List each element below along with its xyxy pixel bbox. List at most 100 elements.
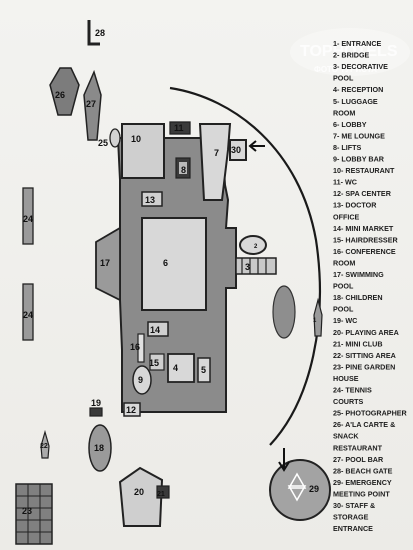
legend-entry: POOL xyxy=(333,282,354,291)
mini-market xyxy=(147,321,169,337)
label-3: 3 xyxy=(245,262,250,272)
lobby-bar xyxy=(132,365,152,395)
bridge-oval xyxy=(239,235,267,255)
legend-entry: MEETING POINT xyxy=(333,489,390,498)
legend-entry: 26- A'LA CARTE & xyxy=(333,420,395,429)
legend-entry: 19- WC xyxy=(333,316,357,325)
swimming-pool-17 xyxy=(95,226,121,302)
lobby xyxy=(141,217,207,311)
staff-entrance-box xyxy=(229,139,247,161)
entrance-oval xyxy=(272,285,296,339)
label-25: 25 xyxy=(98,138,108,148)
label-11: 11 xyxy=(174,123,184,133)
luggage-room xyxy=(197,357,211,383)
legend-entry: 7- ME LOUNGE xyxy=(333,131,385,140)
doctor-office xyxy=(141,191,163,207)
conference-room xyxy=(137,333,145,363)
label-10: 10 xyxy=(131,134,141,144)
tennis-court-1 xyxy=(22,187,34,245)
legend-entry: 17- SWIMMING xyxy=(333,270,384,279)
legend-entry: 4- RECEPTION xyxy=(333,85,383,94)
watermark-brand: TOPHOTELS xyxy=(300,43,398,60)
ala-carte-restaurant-hexagon xyxy=(49,67,80,116)
legend-entry: 3- DECORATIVE xyxy=(333,62,388,71)
label-16: 16 xyxy=(130,342,140,352)
legend-entry: 21- MINI CLUB xyxy=(333,339,383,348)
legend-entry: 14- MINI MARKET xyxy=(333,224,394,233)
playing-area xyxy=(118,466,164,527)
legend-entry: RESTAURANT xyxy=(333,443,383,452)
label-18: 18 xyxy=(94,443,104,453)
legend-entry: 9- LOBBY BAR xyxy=(333,155,385,164)
legend-entry: 30- STAFF & xyxy=(333,501,375,510)
label-19: 19 xyxy=(91,398,101,408)
lifts-inner xyxy=(179,162,187,174)
legend-entry: OFFICE xyxy=(333,212,360,221)
legend-entry: 5- LUGGAGE xyxy=(333,97,378,106)
driveway-curve xyxy=(169,86,321,446)
watermark-sub: ФОТО ТУРИСТА xyxy=(314,65,377,74)
label-27: 27 xyxy=(86,99,96,109)
label-15: 15 xyxy=(149,358,159,368)
meeting-point-arrow xyxy=(278,448,290,472)
children-pool xyxy=(88,424,112,472)
label-2: 2 xyxy=(254,244,258,250)
legend-entry: 28- BEACH GATE xyxy=(333,466,393,475)
signpost-shape xyxy=(313,297,323,337)
restaurant-room xyxy=(121,123,165,179)
label-8: 8 xyxy=(181,165,186,175)
legend-entry: 12- SPA CENTER xyxy=(333,189,392,198)
label-6: 6 xyxy=(163,258,168,268)
legend-entry: SNACK xyxy=(333,432,359,441)
label-29: 29 xyxy=(309,484,319,494)
legend-entry: ROOM xyxy=(333,108,355,117)
tennis-court-2 xyxy=(22,283,34,341)
legend-entry: 15- HAIRDRESSER xyxy=(333,235,399,244)
label-7: 7 xyxy=(214,148,219,158)
legend-entry: 6- LOBBY xyxy=(333,120,367,129)
wc-room-11 xyxy=(169,121,191,135)
label-13: 13 xyxy=(145,195,155,205)
legend-entry: 13- DOCTOR xyxy=(333,201,377,210)
legend-entry: 16- CONFERENCE xyxy=(333,247,396,256)
label-21: 21 xyxy=(157,491,165,498)
label-22: 22 xyxy=(40,443,48,450)
legend-entry: 11- WC xyxy=(333,178,357,187)
photographer-oval xyxy=(109,128,121,148)
pool-bar-shape xyxy=(83,69,102,141)
legend-entry: POOL xyxy=(333,305,354,314)
label-30: 30 xyxy=(231,145,241,155)
label-9: 9 xyxy=(138,375,143,385)
legend-entry: ROOM xyxy=(333,258,355,267)
label-28: 28 xyxy=(95,28,105,38)
legend-entry: POOL xyxy=(333,74,354,83)
watermark-backdrop xyxy=(290,28,410,76)
legend-entry: HOUSE xyxy=(333,374,359,383)
legend-entry: 8- LIFTS xyxy=(333,143,362,152)
label-14: 14 xyxy=(150,325,160,335)
label-4: 4 xyxy=(173,363,178,373)
legend-entry: ENTRANCE xyxy=(333,524,373,533)
decorative-pool-stripes xyxy=(241,258,267,274)
wc-room-19 xyxy=(89,407,103,417)
sitting-area xyxy=(40,429,50,459)
legend-entry: COURTS xyxy=(333,397,364,406)
beach-gate-marker xyxy=(87,20,100,46)
entrance-arrow xyxy=(248,140,265,152)
legend-entry: 1- ENTRANCE xyxy=(333,39,382,48)
legend-entry: 23- PINE GARDEN xyxy=(333,362,395,371)
legend-entry: 18- CHILDREN xyxy=(333,293,383,302)
mini-club xyxy=(156,485,170,499)
legend-entry: 20- PLAYING AREA xyxy=(333,328,399,337)
legend-entry: 27- POOL BAR xyxy=(333,455,384,464)
label-26: 26 xyxy=(55,90,65,100)
legend-entry: 29- EMERGENCY xyxy=(333,478,392,487)
legend-entry: 22- SITTING AREA xyxy=(333,351,396,360)
legend-entry: 10- RESTAURANT xyxy=(333,166,395,175)
label-1: 1 xyxy=(313,318,317,324)
label-17: 17 xyxy=(100,258,110,268)
label-24b: 24 xyxy=(23,310,33,320)
